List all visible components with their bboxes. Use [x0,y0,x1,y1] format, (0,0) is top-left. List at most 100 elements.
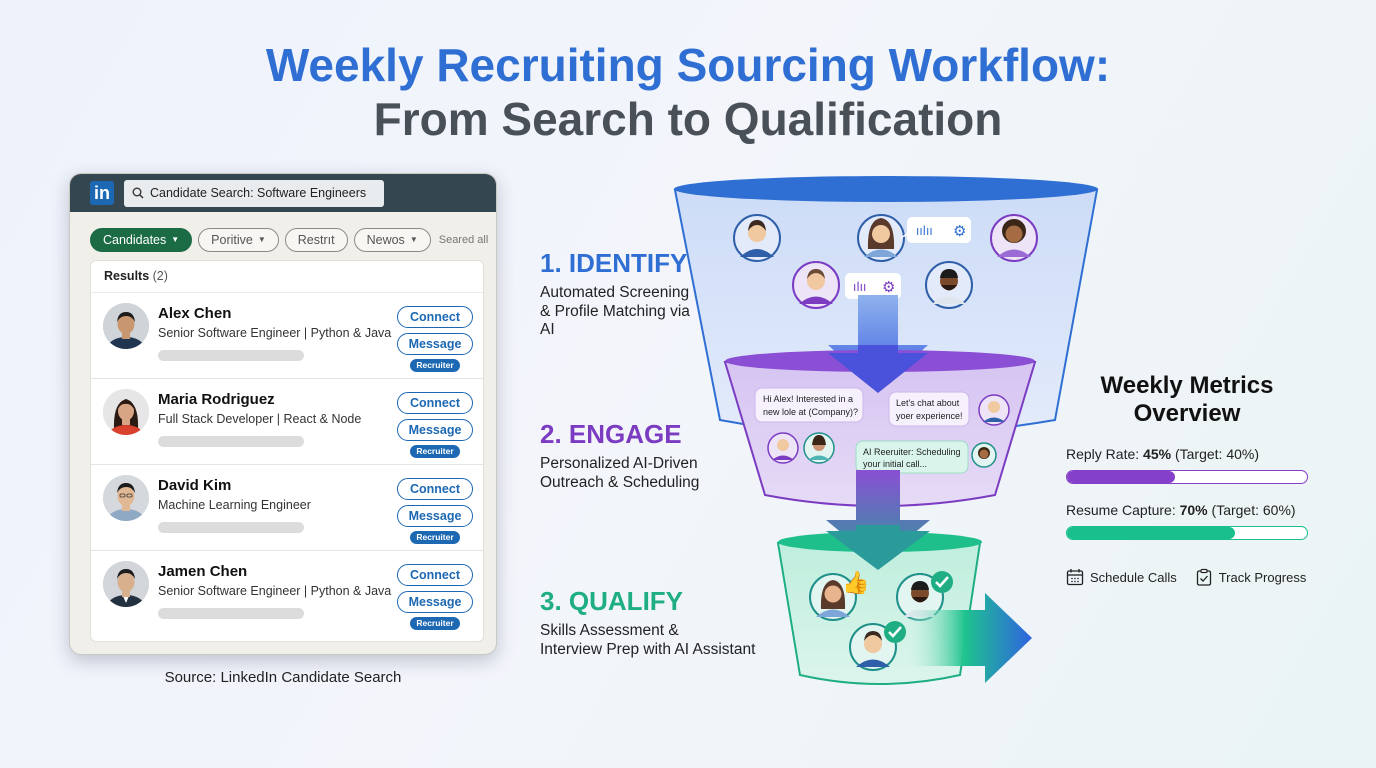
clipboard-check-icon [1196,568,1211,586]
candidate-row[interactable]: David Kim Machine Learning Engineer Conn… [91,465,483,551]
filter-label: Newos [366,233,405,247]
results-count: (2) [152,269,168,283]
message-button[interactable]: Message [397,419,473,441]
results-list: Results (2) Alex Chen Senior Software En… [90,260,484,642]
chat-bubble: Hi Alex! Interested in a new lole at (Co… [754,387,864,423]
search-icon [132,187,144,199]
svg-text:⚙: ⚙ [953,222,966,240]
reply-rate-label: Reply Rate: 45% (Target: 40%) [1066,446,1260,462]
reply-rate-progress-bar [1066,470,1308,484]
connect-button[interactable]: Connect [397,564,473,586]
thumbs-up-icon: 👍 [842,570,869,596]
step-title: 1. IDENTIFY [540,248,688,278]
caret-down-icon: ▼ [409,235,418,244]
candidate-row[interactable]: Alex Chen Senior Software Engineer | Pyt… [91,293,483,379]
candidate-avatar-icon [733,214,781,262]
svg-text:your initial call...: your initial call... [863,459,927,469]
filter-label: Candidates [103,233,167,247]
voice-ai-bubble-icon: ılıı ⚙ [845,273,901,299]
track-progress-label: Track Progress [1218,569,1307,585]
recruiter-badge: Recruiter [410,531,460,544]
candidate-headline: Senior Software Engineer | Python & Java [158,584,392,598]
avatar[interactable] [103,475,149,521]
candidate-avatar-icon [803,432,835,464]
step-title: 3. QUALIFY [540,586,684,616]
linkedin-search-window: in Candidate Search: Software Engineers … [69,173,497,655]
schedule-calls-button[interactable]: Schedule Calls [1066,568,1177,586]
candidate-row[interactable]: Jamen Chen Senior Software Engineer | Py… [91,551,483,637]
source-caption: Source: LinkedIn Candidate Search [164,669,402,686]
candidate-name[interactable]: Maria Rodriguez [158,391,275,408]
check-badge-icon [931,571,953,593]
svg-text:ılıı: ılıı [853,280,866,294]
page-title: Weekly Recruiting Sourcing Workflow: Fro… [0,38,1376,146]
resume-capture-label: Resume Capture: 70% (Target: 60%) [1066,502,1296,518]
svg-text:Let's chat about: Let's chat about [896,398,960,408]
avatar[interactable] [103,389,149,435]
linkedin-top-bar: in Candidate Search: Software Engineers [70,174,496,212]
track-progress-button[interactable]: Track Progress [1195,568,1307,586]
candidate-name[interactable]: Alex Chen [158,305,232,322]
candidate-avatar-icon [857,214,905,262]
svg-text:AI Reeruiter: Scheduling: AI Reeruiter: Scheduling [863,447,961,457]
funnel-stage-engage: Hi Alex! Interested in a new lole at (Co… [723,345,1037,507]
avatar[interactable] [103,303,149,349]
filter-bar: Candidates ▼ Poritive ▼ Restrıt Newos ▼ Sea… [90,228,496,252]
connect-button[interactable]: Connect [397,306,473,328]
metrics-actions: Schedule Calls Track Progress [1066,568,1308,586]
message-button[interactable]: Message [397,333,473,355]
filter-candidates[interactable]: Candidates ▼ [90,228,193,252]
filter-poritive[interactable]: Poritive ▼ [198,228,279,252]
flow-arrow-right-icon [910,593,1032,683]
candidate-avatar-icon [792,261,840,309]
candidate-avatar-icon [990,214,1038,262]
avatar[interactable] [103,561,149,607]
candidate-avatar-icon [971,442,997,468]
message-button[interactable]: Message [397,505,473,527]
title-line-1: Weekly Recruiting Sourcing Workflow: [265,39,1111,91]
candidate-name[interactable]: David Kim [158,477,232,494]
candidate-row[interactable]: Maria Rodriguez Full Stack Developer | R… [91,379,483,465]
title-line-2: From Search to Qualification [373,93,1003,145]
caret-down-icon: ▼ [171,235,180,244]
placeholder-line [158,350,304,361]
connect-button[interactable]: Connect [397,392,473,414]
see-all-filters-link[interactable]: Seared all [438,234,489,246]
check-badge-icon [884,621,906,643]
message-button[interactable]: Message [397,591,473,613]
recruiter-badge: Recruiter [410,359,460,372]
voice-ai-bubble-icon: ıılıı⚙ [900,217,971,243]
filter-restrit[interactable]: Restrıt [284,228,348,252]
chat-bubble: Let's chat about yoer experience! [888,391,970,427]
recruiter-badge: Recruiter [410,617,460,630]
candidate-headline: Senior Software Engineer | Python & Java [158,326,392,340]
candidate-avatar-icon [809,573,857,621]
filter-label: Poritive [211,233,253,247]
svg-text:yoer experience!: yoer experience! [896,411,963,421]
candidate-name[interactable]: Jamen Chen [158,563,248,580]
resume-capture-progress-bar [1066,526,1308,540]
svg-text:⚙: ⚙ [882,278,895,296]
placeholder-line [158,608,304,619]
search-input[interactable]: Candidate Search: Software Engineers [124,180,384,207]
placeholder-line [158,436,304,447]
candidate-avatar-icon [849,623,897,671]
svg-text:Hi Alex! Interested in a: Hi Alex! Interested in a [763,394,853,404]
results-label: Results [104,269,150,283]
step-description: Skills Assessment &Interview Prep with A… [540,622,756,658]
calendar-icon [1066,569,1084,586]
filter-newos[interactable]: Newos ▼ [353,228,431,252]
search-value: Candidate Search: Software Engineers [150,186,367,200]
svg-text:new lole at (Company)?: new lole at (Company)? [763,407,858,417]
funnel-diagram: ıılıı⚙ ılıı ⚙ Hi Alex! Interested in a ne… [673,176,1099,685]
caret-down-icon: ▼ [257,235,266,244]
candidate-headline: Full Stack Developer | React & Node [158,412,362,426]
linkedin-logo-icon[interactable]: in [90,181,114,205]
candidate-avatar-icon [978,394,1010,426]
connect-button[interactable]: Connect [397,478,473,500]
candidate-avatar-icon [925,261,973,309]
step-title: 2. ENGAGE [540,419,682,449]
